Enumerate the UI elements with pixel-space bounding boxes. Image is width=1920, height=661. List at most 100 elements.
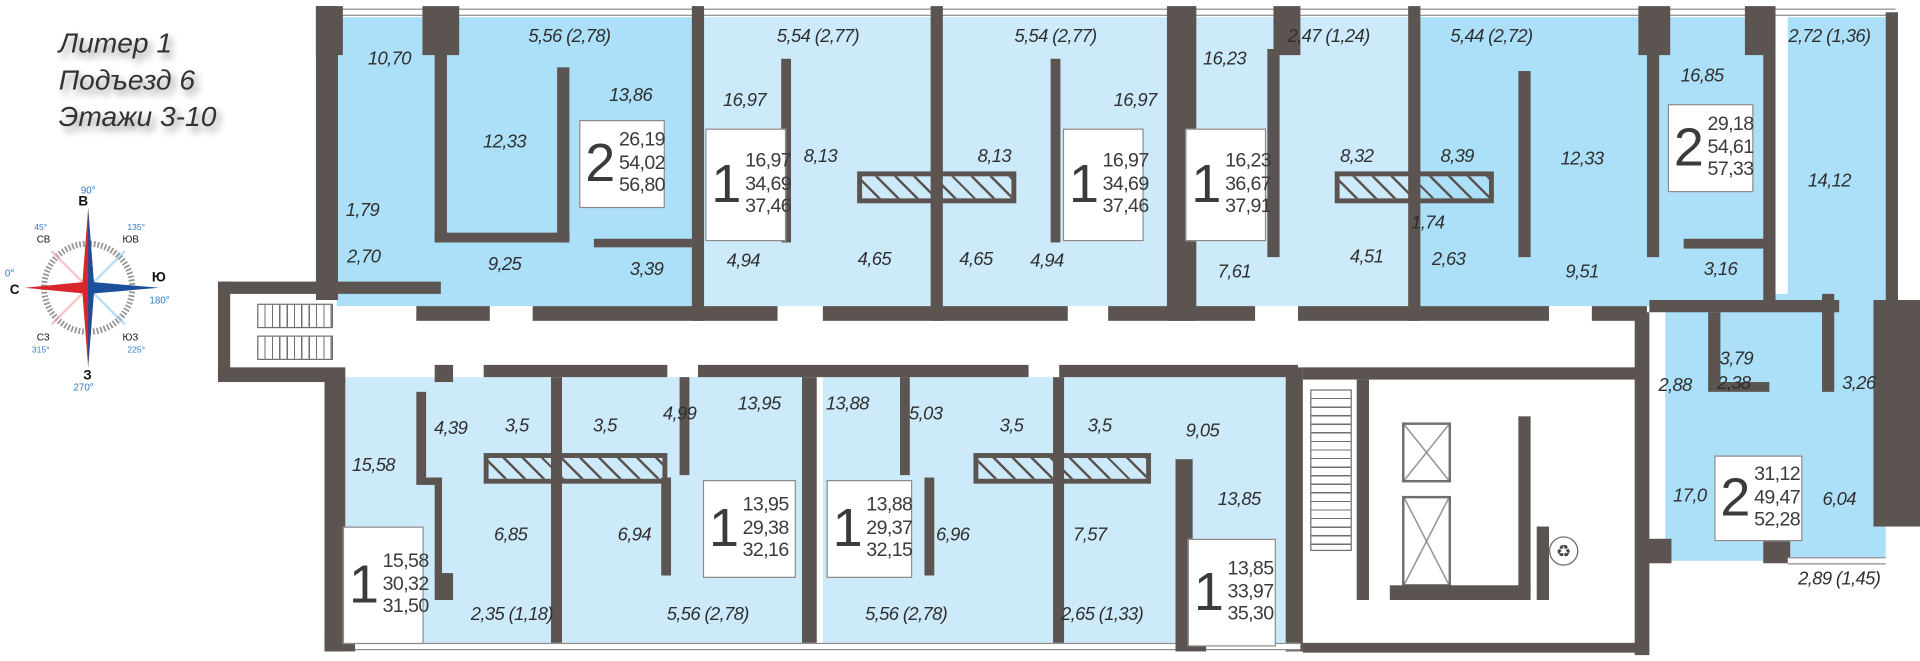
living-area: 16,97: [1102, 151, 1150, 172]
corridor-wall: [483, 364, 668, 378]
wall: [217, 281, 231, 380]
living-area: 31,12: [1754, 464, 1801, 486]
living-area: 13,88: [866, 495, 913, 517]
room-area: 4,94: [1030, 250, 1064, 272]
corridor-wall: [532, 306, 778, 321]
room-area: 6,96: [935, 524, 970, 546]
room-area: 15,58: [352, 454, 396, 476]
room-area: 14,12: [1807, 170, 1852, 192]
total-area: 29,37: [866, 517, 913, 539]
room-count: 2: [1673, 117, 1704, 178]
room-area: 2,38: [1717, 372, 1751, 394]
living-area: 26,19: [618, 130, 666, 152]
room-area: 3,5: [999, 415, 1024, 437]
wall: [1649, 300, 1840, 313]
room-area: 9,25: [487, 254, 522, 275]
wall: [1285, 367, 1303, 652]
total-area-balcony: 37,91: [1225, 196, 1272, 217]
apartment-e-room: [1787, 17, 1886, 297]
living-area: 29,18: [1707, 114, 1755, 136]
wall: [1536, 526, 1549, 601]
room-area: 9,05: [1185, 420, 1220, 442]
living-area: 16,97: [745, 151, 792, 172]
compass-label-se: ЮВ: [122, 234, 139, 245]
room-area: 8,13: [803, 146, 838, 168]
corridor-wall: [1591, 306, 1647, 321]
living-area: 16,23: [1225, 151, 1272, 172]
room-area: 7,57: [1073, 524, 1107, 546]
corridor-wall: [822, 306, 1068, 321]
wall: [1638, 6, 1671, 56]
wall: [924, 477, 935, 576]
balcony-area: 2,35 (1,18): [470, 604, 554, 626]
room-area: 4,65: [857, 249, 892, 271]
compass-rose-icon: В 90° С 0° Ю 180° З 270° СВ 45° ЮВ 135° …: [5, 185, 170, 392]
total-area-balcony: 35,30: [1227, 603, 1275, 625]
room-area: 3,16: [1703, 258, 1738, 280]
staircase: [257, 303, 334, 329]
room-count: 1: [1191, 154, 1222, 215]
elevator-shaft: [1402, 422, 1452, 483]
wall: [324, 379, 346, 652]
staircase: [1310, 389, 1352, 552]
room-area: 3,26: [1842, 372, 1876, 394]
room-area: 5,03: [909, 403, 943, 425]
total-area: 30,32: [382, 574, 430, 595]
ventilation-shaft: [483, 453, 668, 484]
balcony-area: 5,54 (2,77): [1014, 26, 1097, 48]
room-count: 2: [585, 133, 616, 194]
total-area: 36,67: [1225, 173, 1272, 195]
wall: [930, 6, 943, 321]
room-count: 2: [1720, 467, 1751, 528]
compass-deg-w: 270°: [73, 383, 93, 392]
balcony-area: 2,47 (1,24): [1287, 26, 1371, 48]
living-area: 13,95: [742, 495, 790, 517]
balcony-area: 2,65 (1,33): [1060, 604, 1144, 626]
facade-bottom: [345, 642, 1301, 651]
total-area: 49,47: [1754, 487, 1801, 508]
total-area-balcony: 37,46: [745, 196, 792, 217]
wall: [434, 573, 454, 601]
wall: [315, 6, 338, 301]
wall: [434, 232, 570, 243]
room-area: 7,61: [1217, 261, 1252, 283]
balcony-area: 2,89 (1,45): [1798, 568, 1881, 590]
compass-deg-ne: 45°: [34, 222, 47, 232]
wall: [1640, 538, 1672, 564]
elevator-shaft: [1402, 495, 1452, 587]
staircase: [257, 335, 334, 361]
room-count: 1: [1068, 154, 1099, 215]
room-area: 13,95: [737, 393, 782, 415]
wall: [1267, 48, 1280, 258]
wall: [1518, 416, 1531, 588]
total-area-balcony: 32,15: [866, 540, 913, 562]
title-entrance: Подъезд 6: [58, 63, 196, 96]
room-area: 16,97: [723, 90, 767, 111]
title-liter: Литер 1: [58, 26, 173, 59]
compass-deg-sw: 225°: [127, 345, 145, 355]
room-area: 1,74: [1411, 212, 1445, 234]
room-area: 6,85: [493, 524, 528, 546]
room-area: 2,88: [1658, 375, 1692, 397]
wall: [1518, 71, 1531, 258]
total-area: 54,02: [618, 152, 666, 174]
wall: [802, 377, 817, 649]
compass-deg-s: 180°: [149, 296, 169, 307]
room-area: 12,33: [1560, 148, 1605, 170]
room-area: 16,23: [1203, 48, 1247, 70]
compass-label-n: С: [10, 282, 20, 297]
wall: [1822, 293, 1835, 392]
balcony-area: 5,56 (2,78): [865, 604, 948, 626]
wall: [551, 377, 563, 649]
